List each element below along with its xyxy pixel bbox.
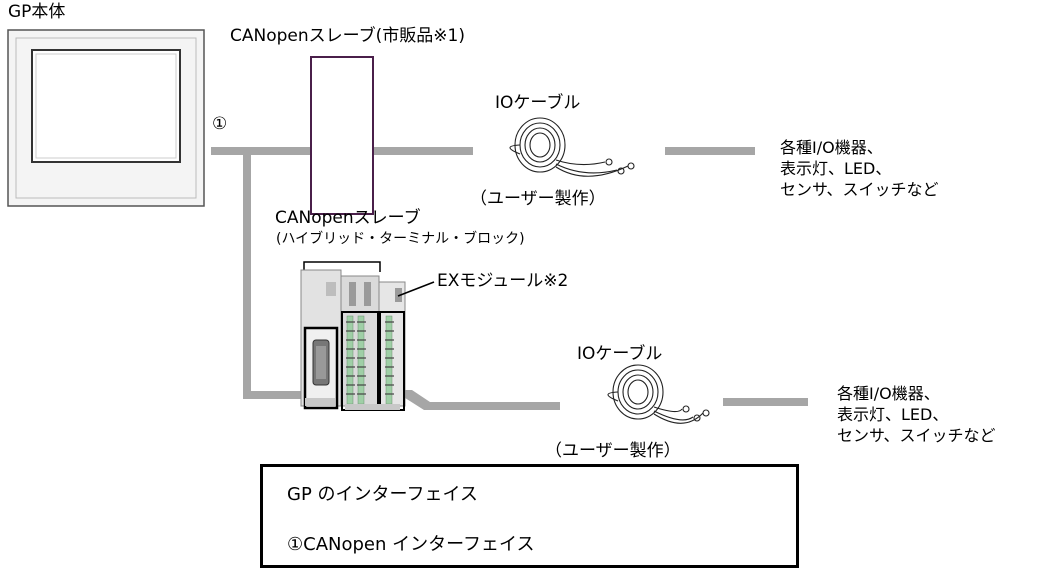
- hybrid-terminal-block: [300, 261, 435, 411]
- slave2-label: CANopenスレーブ: [275, 208, 421, 228]
- io-cable-1-caption: （ユーザー製作）: [470, 189, 606, 209]
- slave1-label: CANopenスレーブ(市販品※1): [230, 26, 465, 46]
- io-cable-2-caption: （ユーザー製作）: [545, 441, 681, 461]
- slave2-sub-label: (ハイブリッド・ターミナル・ブロック): [276, 231, 525, 247]
- devices-2-text: 各種I/O機器、 表示灯、LED、 センサ、スイッチなど: [837, 384, 996, 445]
- gp-unit: [7, 29, 205, 207]
- io-cable-coil-2: [607, 364, 710, 424]
- interface-box-title: GP のインターフェイス: [287, 484, 478, 505]
- io-cable-2-label: IOケーブル: [577, 344, 663, 364]
- ex-module-label: EXモジュール※2: [437, 271, 569, 291]
- interface-box: GP のインターフェイス ①CANopen インターフェイス: [260, 464, 799, 568]
- gp-unit-label: GP本体: [8, 2, 66, 22]
- interface-box-item: ①CANopen インターフェイス: [287, 534, 535, 555]
- io-cable-coil-1: [509, 117, 635, 177]
- io-cable-1-label: IOケーブル: [495, 93, 581, 113]
- canopen-slave-1: [310, 56, 374, 215]
- bus-lines: [211, 147, 808, 410]
- port-marker: ①: [212, 114, 228, 134]
- devices-1-text: 各種I/O機器、 表示灯、LED、 センサ、スイッチなど: [780, 138, 939, 199]
